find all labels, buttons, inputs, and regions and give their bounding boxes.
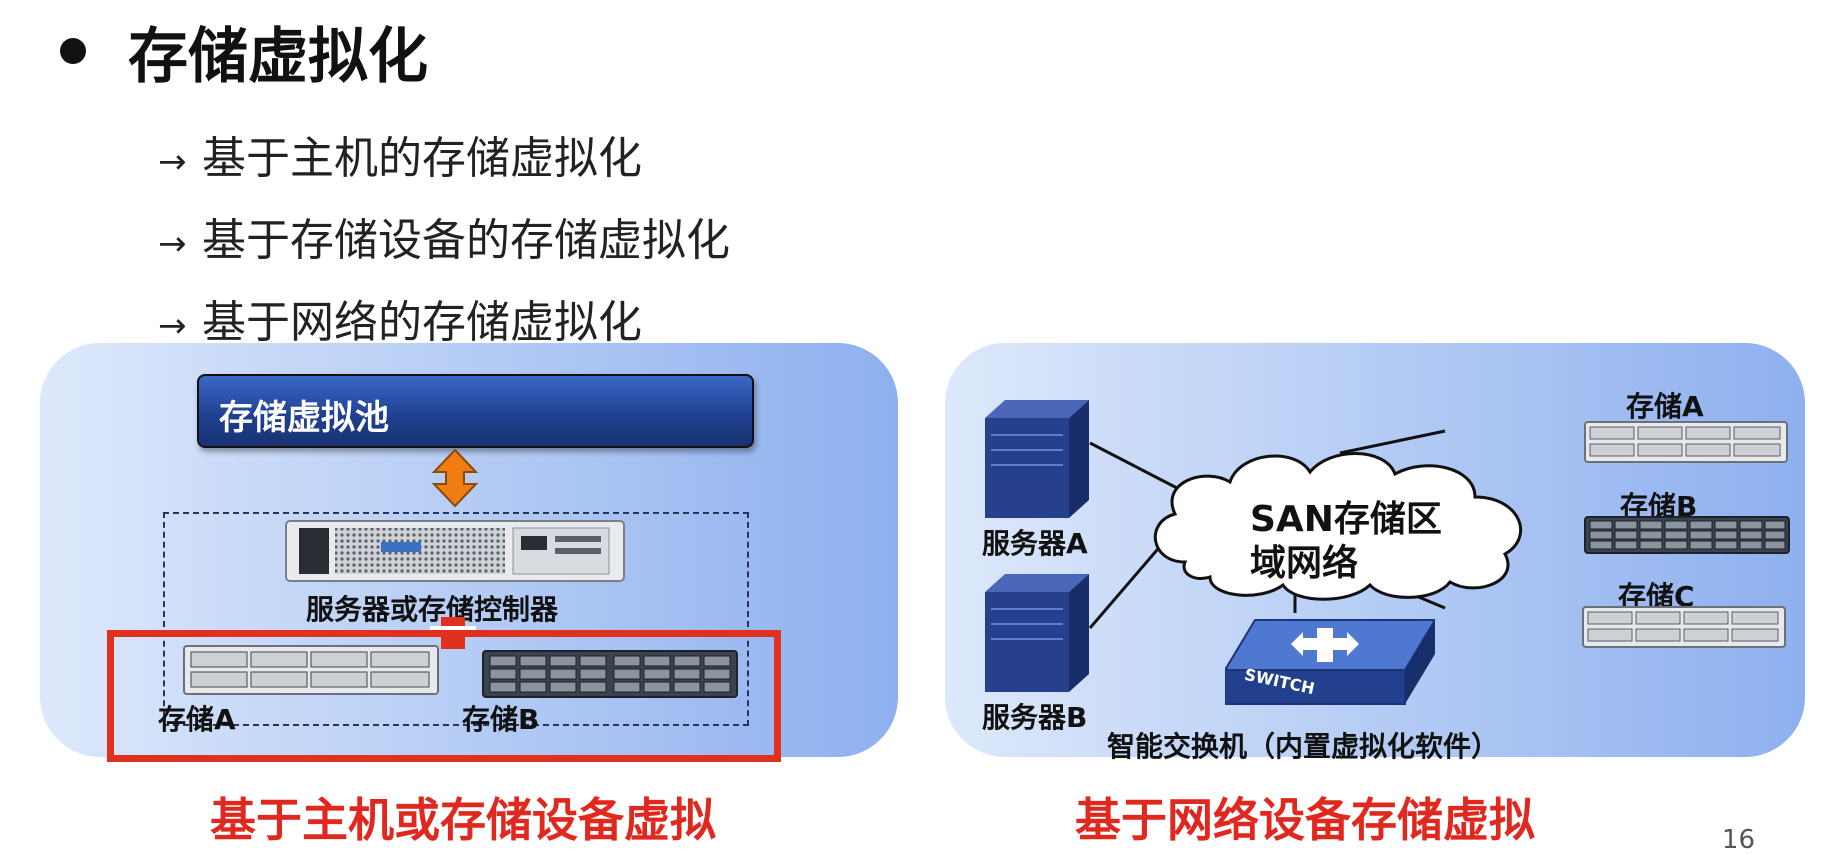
storage-b-label: 存储B bbox=[462, 703, 540, 736]
server-tower-icon bbox=[985, 574, 1089, 692]
storage-highlight-box bbox=[107, 630, 781, 762]
san-cloud-icon bbox=[1153, 452, 1523, 601]
page-number: 16 bbox=[1721, 825, 1755, 855]
storage-pool-label: 存储虚拟池 bbox=[219, 398, 389, 438]
page-title: 存储虚拟化 bbox=[128, 22, 428, 92]
switch-icon bbox=[1225, 619, 1435, 705]
san-label-line1: SAN存储区 bbox=[1250, 499, 1442, 540]
server-or-controller-label: 服务器或存储控制器 bbox=[306, 593, 559, 626]
storage-array-icon bbox=[1584, 421, 1788, 463]
arrow-right-icon: → bbox=[158, 142, 187, 182]
controller-dashed-box bbox=[163, 512, 749, 726]
bullet-text: 基于网络的存储虚拟化 bbox=[202, 297, 642, 348]
right-caption: 基于网络设备存储虚拟 bbox=[1075, 793, 1535, 847]
server-b-label: 服务器B bbox=[982, 701, 1088, 734]
server-a-label: 服务器A bbox=[982, 527, 1088, 560]
switch-label: 智能交换机（内置虚拟化软件） bbox=[1107, 730, 1500, 763]
bullet-text: 基于主机的存储虚拟化 bbox=[202, 133, 642, 184]
storage-array-icon bbox=[183, 645, 439, 695]
bullet-item: → 基于主机的存储虚拟化 bbox=[158, 122, 642, 186]
connector-gap bbox=[430, 626, 476, 632]
double-arrow-icon bbox=[431, 448, 479, 508]
arrow-right-icon: → bbox=[158, 224, 187, 264]
rack-server-icon bbox=[285, 520, 625, 582]
bullet-item: → 基于网络的存储虚拟化 bbox=[158, 286, 642, 350]
storage-a-label: 存储A bbox=[158, 703, 236, 736]
left-caption: 基于主机或存储设备虚拟 bbox=[210, 793, 716, 847]
title-bullet bbox=[60, 38, 86, 64]
bullet-item: → 基于存储设备的存储虚拟化 bbox=[158, 204, 730, 268]
server-tower-icon bbox=[985, 400, 1089, 518]
storage-array-icon bbox=[1582, 606, 1786, 648]
storage-pool-box: 存储虚拟池 bbox=[197, 374, 754, 448]
storage-array-icon bbox=[482, 650, 738, 698]
storage-array-icon bbox=[1584, 516, 1790, 554]
bullet-text: 基于存储设备的存储虚拟化 bbox=[202, 215, 730, 266]
san-label-line2: 域网络 bbox=[1250, 543, 1359, 584]
arrow-right-icon: → bbox=[158, 306, 187, 346]
storage-a-label: 存储A bbox=[1626, 390, 1704, 423]
